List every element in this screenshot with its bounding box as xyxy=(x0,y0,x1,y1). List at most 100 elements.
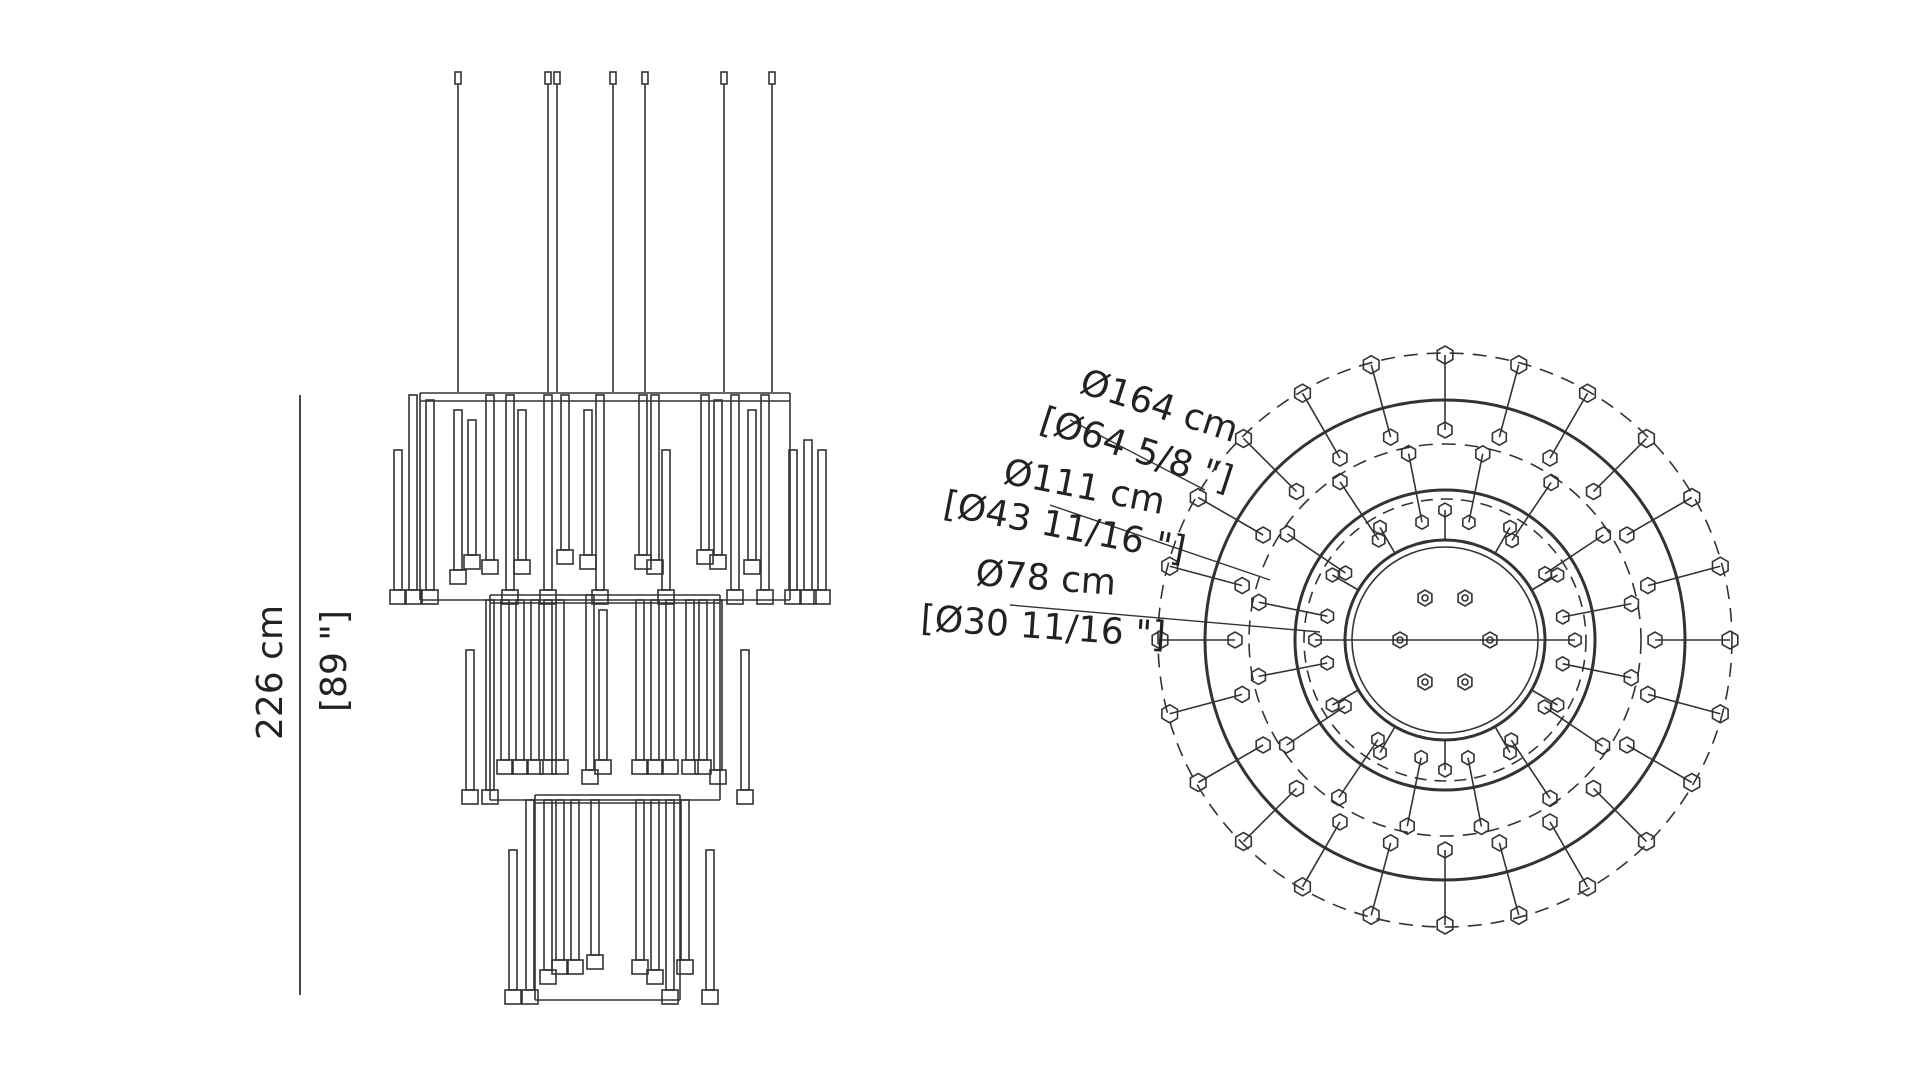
crystal-node xyxy=(1161,703,1179,724)
pendant-rod xyxy=(638,394,648,556)
crystal-node xyxy=(1392,631,1408,649)
rod-cap xyxy=(736,789,754,805)
crystal-node xyxy=(1578,876,1597,897)
pendant-rod xyxy=(590,799,600,956)
pendant-rod xyxy=(517,409,527,561)
pendant-rod xyxy=(508,849,518,991)
radial-rod xyxy=(1592,437,1648,493)
crystal-node xyxy=(1543,473,1559,492)
crystal-node xyxy=(1711,556,1729,577)
radial-rod xyxy=(1647,693,1721,715)
dim-78-in: [Ø30 11/16 "] xyxy=(919,598,1167,656)
pendant-rod xyxy=(555,599,565,761)
rod-cap xyxy=(481,559,499,575)
plan-spokes xyxy=(1160,355,1730,925)
pendant-rod xyxy=(570,799,580,961)
crystal-node xyxy=(1371,731,1385,748)
tier-frames xyxy=(419,392,791,1001)
pendant-rod xyxy=(555,799,565,961)
crystal-node xyxy=(1595,526,1612,544)
crystal-node xyxy=(1585,482,1602,501)
radial-rod xyxy=(1467,757,1483,827)
crystal-node xyxy=(1578,383,1597,404)
inner-dashed-circle xyxy=(1303,498,1587,782)
pendant-rod xyxy=(665,599,675,761)
pendant-rod xyxy=(650,394,660,561)
rod-cap xyxy=(681,759,699,775)
radial-rod xyxy=(1379,726,1396,753)
rod-cap xyxy=(481,789,499,805)
pendant-rod xyxy=(525,799,535,991)
rod-cap xyxy=(504,989,522,1005)
radial-rod xyxy=(1286,533,1346,574)
crystal-node xyxy=(1683,487,1701,508)
crystal-node xyxy=(1161,556,1179,577)
crystal-node xyxy=(1371,532,1386,548)
radial-rod xyxy=(1647,565,1721,587)
rod-cap xyxy=(784,589,802,605)
crystal-node xyxy=(1457,589,1473,607)
crystal-node-center xyxy=(1396,636,1404,644)
radial-rod xyxy=(1562,602,1632,618)
radial-rod xyxy=(1498,842,1520,916)
elevation-view: 226 cm [89 "] xyxy=(250,71,831,1005)
pendant-rod xyxy=(595,394,605,591)
crystal-node xyxy=(1436,915,1454,935)
rod-cap xyxy=(551,959,569,975)
crystal-node xyxy=(1462,514,1476,531)
crystal-node xyxy=(1288,482,1305,501)
rod-cap xyxy=(389,589,407,605)
crystal-node xyxy=(1491,833,1508,852)
crystal-node xyxy=(1542,449,1558,468)
rod-cap xyxy=(631,959,649,975)
cable-hook xyxy=(641,71,649,85)
plan-nodes xyxy=(1151,345,1739,935)
pendant-rod xyxy=(583,409,593,556)
crystal-node xyxy=(1415,514,1429,531)
crystal-node xyxy=(1505,532,1519,549)
rod-cap xyxy=(694,759,712,775)
rod-cap xyxy=(539,969,557,985)
crystal-node xyxy=(1417,589,1433,607)
crystal-node xyxy=(1437,841,1453,859)
rod-cap xyxy=(661,759,679,775)
crystal-node xyxy=(1438,762,1452,778)
crystal-node xyxy=(1473,817,1490,836)
crystal-node xyxy=(1438,502,1452,518)
radial-rod xyxy=(1592,787,1648,843)
crystal-node xyxy=(1255,736,1271,754)
rod-cap xyxy=(556,549,574,565)
crystal-node xyxy=(1362,354,1380,375)
pendant-rod xyxy=(485,394,495,561)
crystal-node xyxy=(1338,565,1353,581)
crystal-node xyxy=(1640,576,1656,595)
crystal-node xyxy=(1503,519,1517,536)
crystal-node-center xyxy=(1461,594,1469,602)
radial-rod xyxy=(1301,392,1341,459)
crystal-node xyxy=(1550,697,1565,713)
radial-rod xyxy=(1370,842,1392,916)
crystal-node xyxy=(1382,833,1399,852)
radial-rod xyxy=(1510,739,1551,799)
crystal-node xyxy=(1623,594,1640,613)
rod-cap xyxy=(594,759,612,775)
crystal-node xyxy=(1568,632,1582,648)
cable-hook xyxy=(720,71,728,85)
crystal-node xyxy=(1189,487,1207,508)
crystal-node xyxy=(1504,732,1519,748)
crystal-node xyxy=(1414,749,1428,766)
cable-hook xyxy=(768,71,776,85)
pendant-rod xyxy=(713,399,723,556)
radial-rod xyxy=(1498,364,1520,438)
rod-cap xyxy=(551,759,569,775)
crystal-node xyxy=(1491,428,1508,447)
crystal-node xyxy=(1332,812,1348,831)
height-in-label: [89 "] xyxy=(314,610,355,712)
crystal-node xyxy=(1537,699,1552,715)
rod-cap xyxy=(526,759,544,775)
crystal-node xyxy=(1332,449,1348,468)
rod-cap xyxy=(631,759,649,775)
crystal-node xyxy=(1278,736,1295,754)
leader-78 xyxy=(1009,604,1321,633)
crystal-node xyxy=(1647,631,1663,649)
